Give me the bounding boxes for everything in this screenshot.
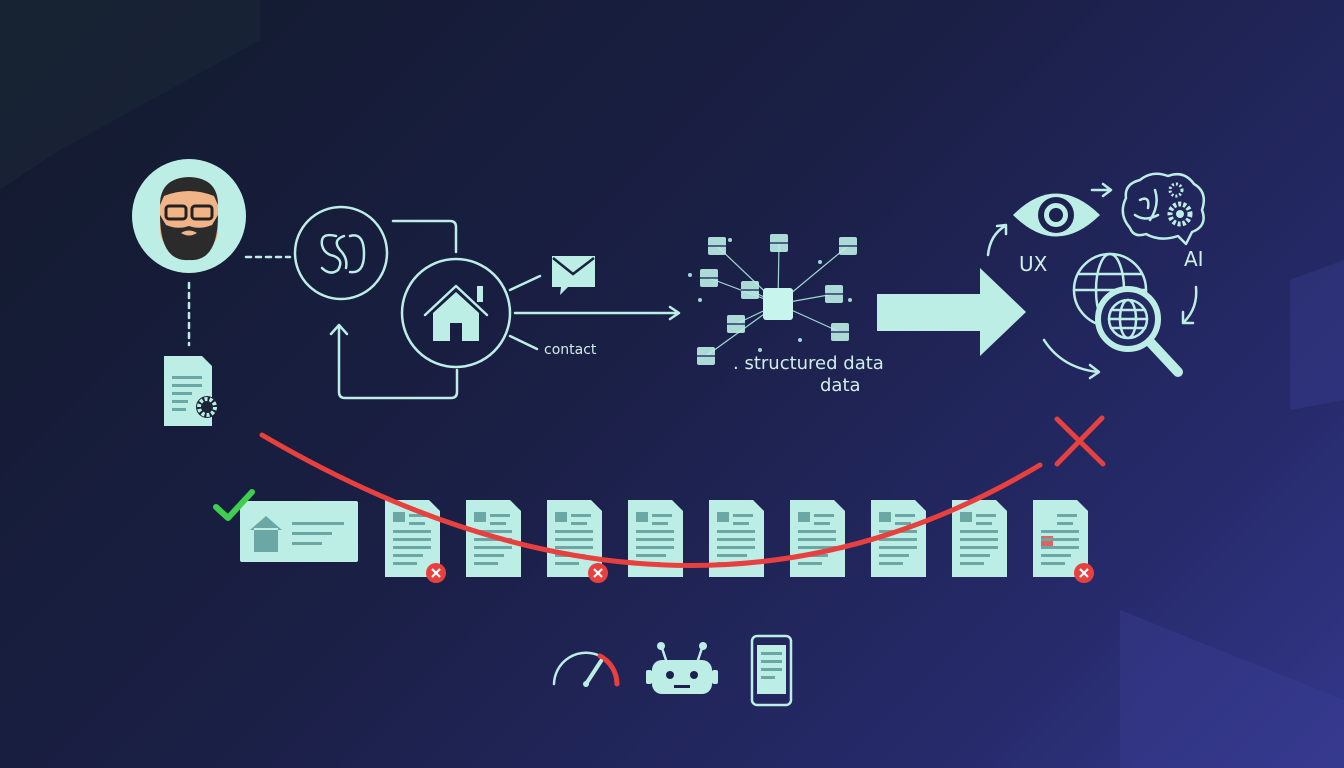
network-dot <box>818 260 822 264</box>
arrow-to-data <box>513 305 681 321</box>
network-dot <box>698 298 702 302</box>
bg-shape <box>1120 610 1344 768</box>
database-node <box>697 347 715 365</box>
page-document[interactable] <box>1033 500 1094 583</box>
homepage-card[interactable] <box>240 501 358 562</box>
database-node <box>741 281 759 299</box>
page-document[interactable] <box>385 500 446 583</box>
mobile-phone-icon <box>750 634 793 707</box>
return-arrow <box>329 323 459 400</box>
brain-gear-icon <box>1121 172 1205 246</box>
page-document[interactable] <box>628 500 683 577</box>
error-badge-icon <box>426 563 446 583</box>
bg-shape <box>0 0 260 190</box>
data-network-icon <box>688 234 857 365</box>
page-document[interactable] <box>547 500 608 583</box>
data-hub-cube <box>763 288 793 320</box>
decline-curve <box>259 432 1043 568</box>
document-settings-icon <box>164 356 218 426</box>
sso-icon[interactable] <box>293 205 389 301</box>
connector <box>391 219 458 254</box>
ai-label: AI <box>1184 247 1204 271</box>
page-document[interactable] <box>871 500 926 577</box>
database-node <box>839 237 857 255</box>
bg-shape <box>1290 260 1344 410</box>
error-x-icon <box>1054 415 1106 467</box>
network-dot <box>728 238 732 242</box>
network-dot <box>848 298 852 302</box>
network-dot <box>688 273 692 277</box>
page-document[interactable] <box>952 500 1007 577</box>
network-dot <box>758 348 762 352</box>
connector <box>508 334 539 351</box>
error-badge-icon <box>588 563 608 583</box>
database-node <box>700 269 718 287</box>
error-badge-icon <box>1074 563 1094 583</box>
pages-row <box>240 500 1094 583</box>
home-icon[interactable] <box>400 257 512 369</box>
user-avatar-icon <box>132 159 246 273</box>
cycle-arrow <box>1090 182 1113 198</box>
mail-icon[interactable] <box>552 256 595 295</box>
connector <box>508 274 542 292</box>
cycle-arrow <box>986 223 1008 257</box>
big-arrow-icon <box>877 268 1026 356</box>
speed-gauge-icon <box>552 651 620 687</box>
ux-label: UX <box>1019 252 1048 276</box>
cycle-arrow <box>1042 338 1101 380</box>
globe-search-icon <box>1072 252 1183 377</box>
success-check-icon <box>213 489 255 521</box>
database-node <box>727 315 745 333</box>
database-node <box>825 285 843 303</box>
eye-icon <box>1013 193 1100 237</box>
database-node <box>708 237 726 255</box>
network-dot <box>798 338 802 342</box>
cycle-arrow <box>1181 285 1198 325</box>
structured-data-label-2: data <box>820 375 861 396</box>
database-node <box>831 323 849 341</box>
contact-label: contact <box>544 342 597 358</box>
robot-icon <box>646 642 718 694</box>
structured-data-label: . structured data <box>733 353 884 374</box>
database-node <box>770 234 788 252</box>
page-document[interactable] <box>790 500 845 577</box>
